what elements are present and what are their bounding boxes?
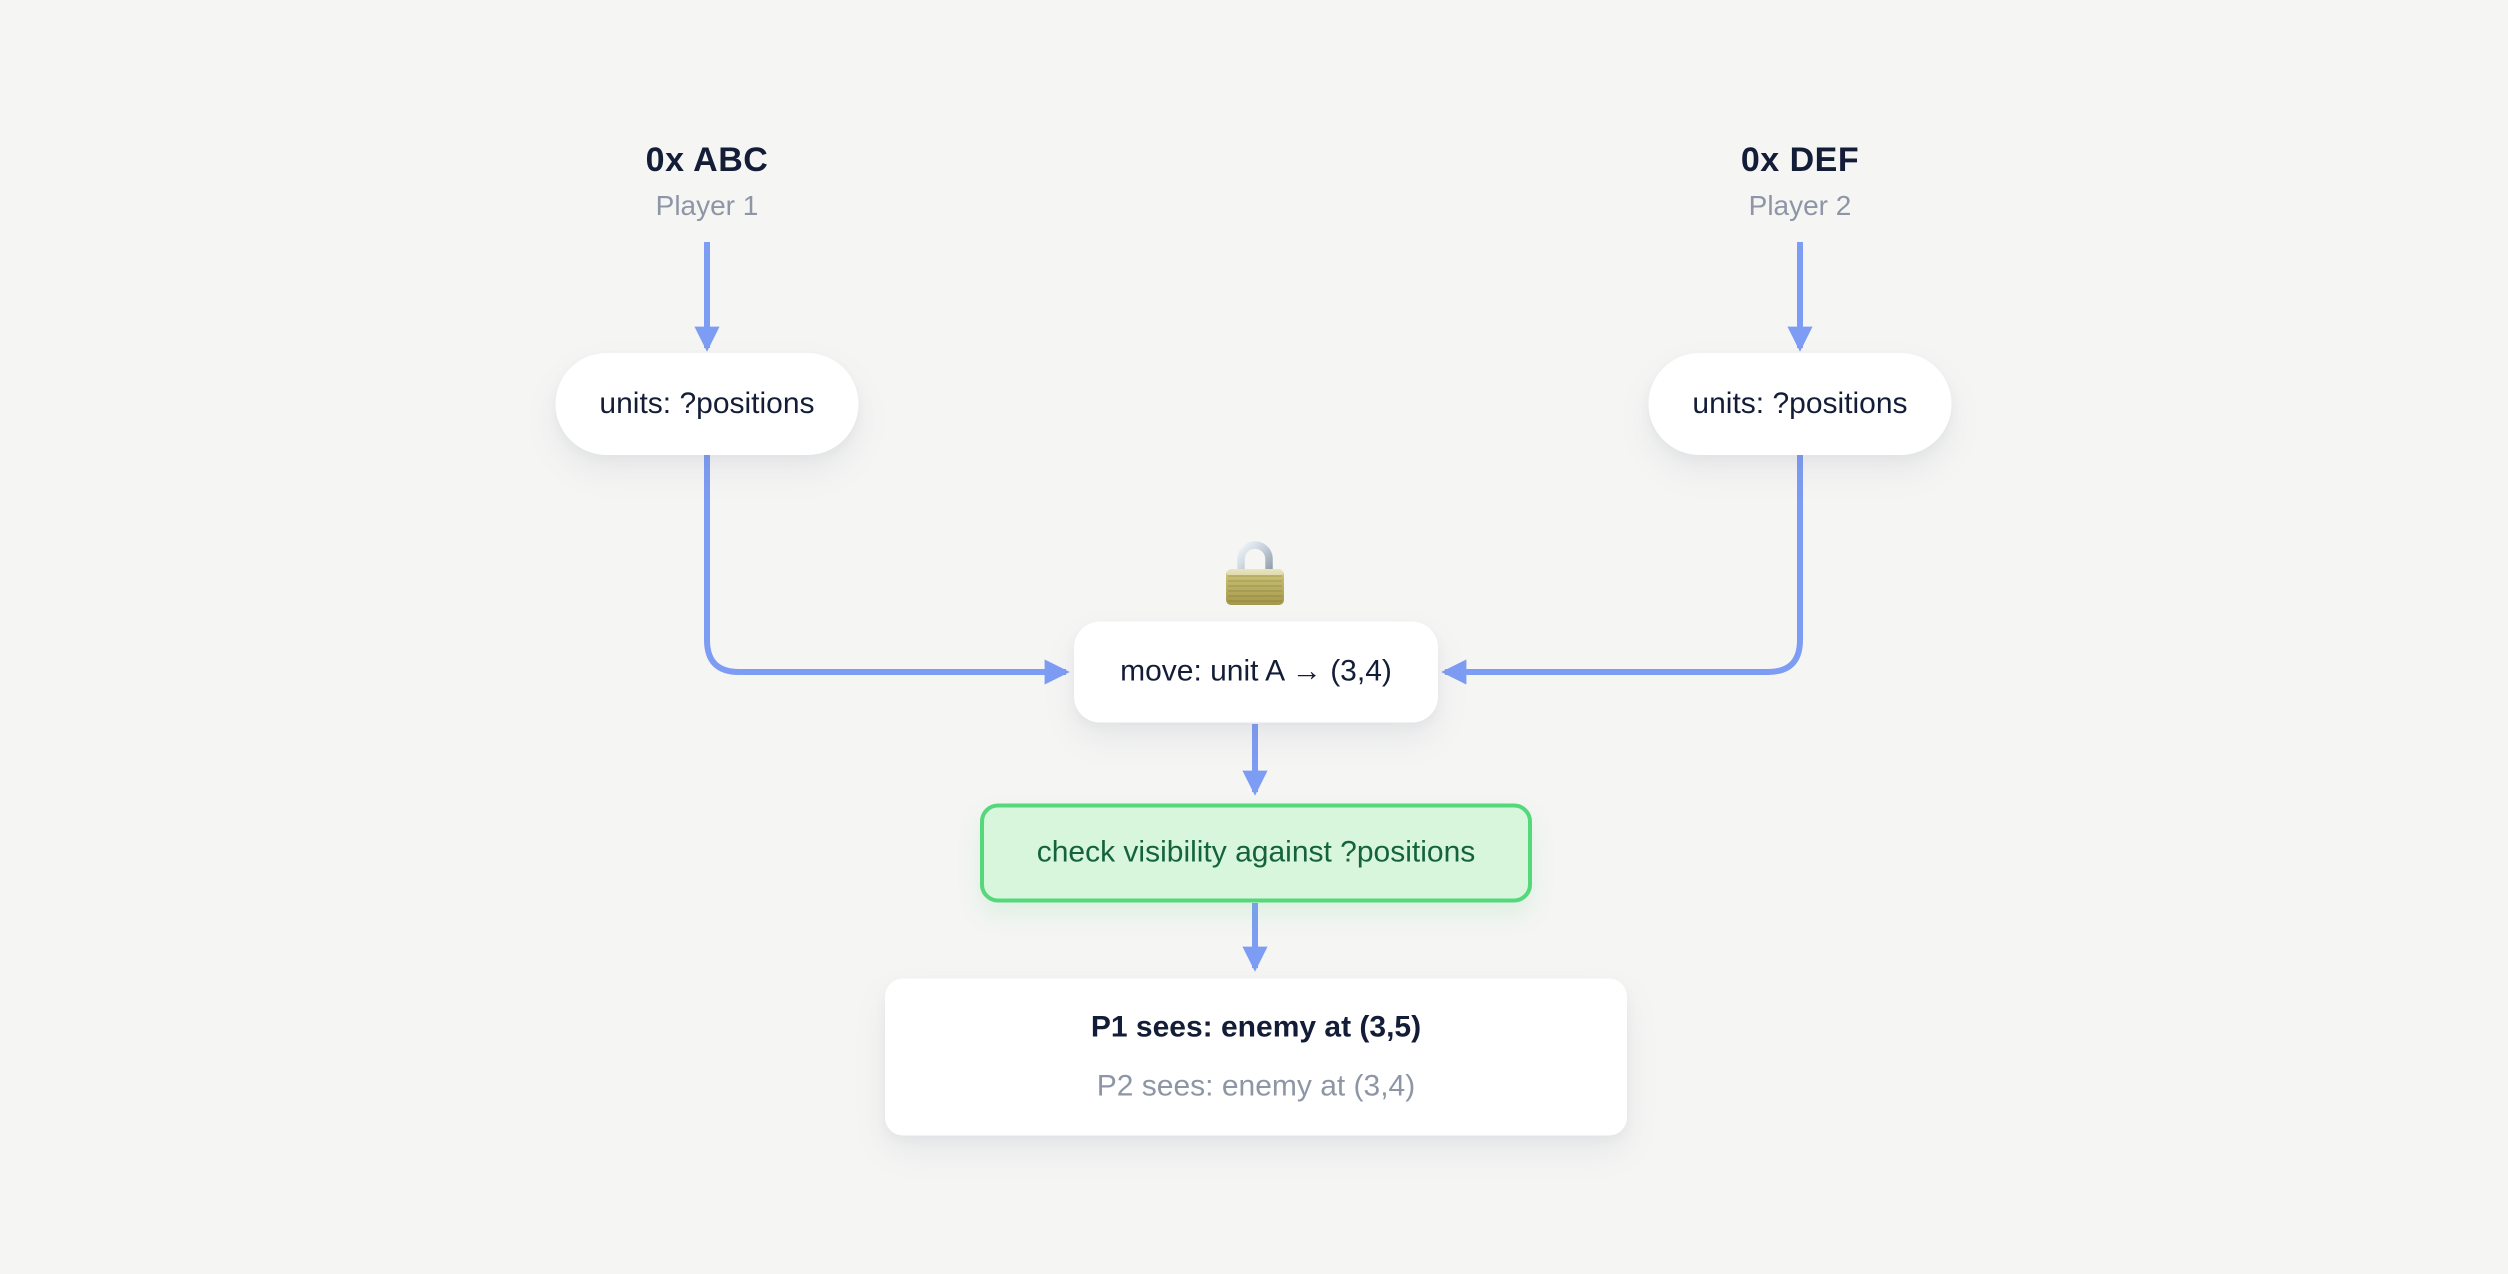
node-units-player1: units: ?positions <box>555 353 859 455</box>
node-result: P1 sees: enemy at (3,5) P2 sees: enemy a… <box>885 978 1627 1136</box>
node-units-player1-label: units: ?positions <box>599 386 815 420</box>
result-p1-text: P1 sees: enemy at (3,5) <box>1090 1010 1422 1043</box>
node-move: move: unit A → (3,4) <box>1074 621 1438 723</box>
player1-address: 0x ABC <box>645 141 769 179</box>
node-units-player2-label: units: ?positions <box>1692 386 1908 420</box>
arrow-units1-to-move <box>704 455 1070 685</box>
node-units-player2: units: ?positions <box>1648 353 1952 455</box>
node-check-label: check visibility against ?positions <box>1036 835 1476 869</box>
player2-label: Player 2 <box>1748 190 1852 222</box>
node-check-visibility: check visibility against ?positions <box>980 803 1532 903</box>
player1-label: Player 1 <box>655 190 759 222</box>
lock-icon <box>1226 541 1284 605</box>
arrow-units2-to-move <box>1441 455 1803 685</box>
node-move-label: move: unit A → (3,4) <box>1120 654 1392 688</box>
party-player2: 0x DEF Player 2 <box>1540 141 2060 222</box>
result-p2-text: P2 sees: enemy at (3,4) <box>1096 1069 1416 1103</box>
player2-address: 0x DEF <box>1740 141 1860 179</box>
party-player1: 0x ABC Player 1 <box>447 141 967 222</box>
